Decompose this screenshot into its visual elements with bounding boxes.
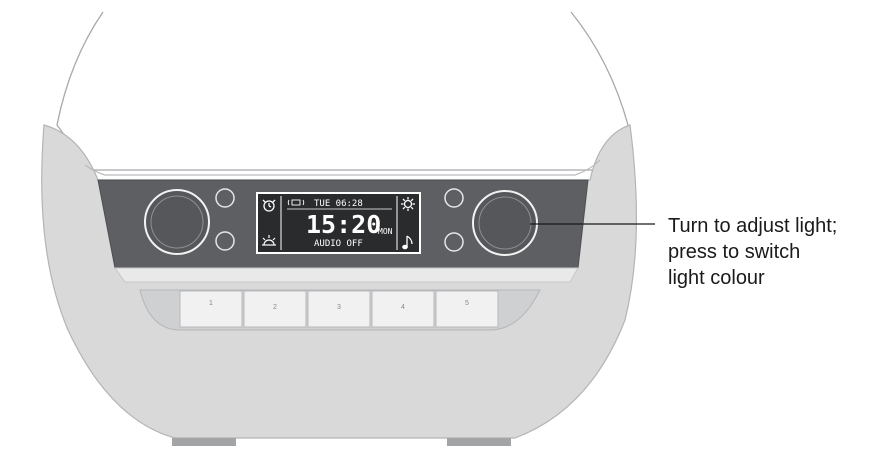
preset-key-4-label: 4 bbox=[401, 304, 405, 311]
preset-key-3[interactable] bbox=[307, 290, 371, 328]
dome-shell bbox=[56, 11, 629, 171]
preset-key-1-label: 1 bbox=[209, 300, 213, 307]
clock-time: 15:20 bbox=[306, 210, 381, 239]
upper-lip bbox=[84, 159, 601, 176]
preset-key-1[interactable] bbox=[179, 290, 243, 328]
right-top-button[interactable] bbox=[444, 188, 464, 208]
right-foot bbox=[447, 438, 511, 446]
left-top-button[interactable] bbox=[215, 188, 235, 208]
preset-key-2-label: 2 bbox=[273, 304, 277, 311]
settings-gear-icon bbox=[401, 197, 415, 211]
music-note-icon bbox=[402, 235, 413, 250]
preset-key-2[interactable] bbox=[243, 290, 307, 328]
left-bottom-button[interactable] bbox=[215, 231, 235, 251]
right-light-knob[interactable] bbox=[472, 190, 538, 256]
status-line: TUE 06:28 bbox=[314, 199, 363, 209]
callout-line-3: light colour bbox=[668, 267, 765, 289]
right-bottom-button[interactable] bbox=[444, 232, 464, 252]
preset-key-3-label: 3 bbox=[337, 304, 341, 311]
left-foot bbox=[172, 438, 236, 446]
audio-status: AUDIO OFF bbox=[314, 239, 363, 249]
clock-day: MON bbox=[378, 227, 393, 236]
preset-key-4[interactable] bbox=[371, 290, 435, 328]
preset-keys[interactable]: 1 2 3 4 5 bbox=[179, 290, 499, 328]
lcd-display: TUE 06:28 15:20 MON AUDIO OFF bbox=[256, 192, 421, 254]
light-knob-callout: Turn to adjust light; press to switch li… bbox=[668, 213, 868, 291]
callout-line-2: press to switch bbox=[668, 241, 801, 263]
callout-line-1: Turn to adjust light; bbox=[668, 215, 838, 237]
radio-icon bbox=[287, 199, 305, 206]
preset-key-5-label: 5 bbox=[465, 300, 469, 307]
alarm-clock-icon bbox=[262, 199, 276, 212]
sunrise-icon bbox=[262, 235, 276, 246]
left-volume-knob[interactable] bbox=[144, 189, 210, 255]
band-lower-strip bbox=[114, 267, 579, 283]
preset-key-5[interactable] bbox=[435, 290, 499, 328]
